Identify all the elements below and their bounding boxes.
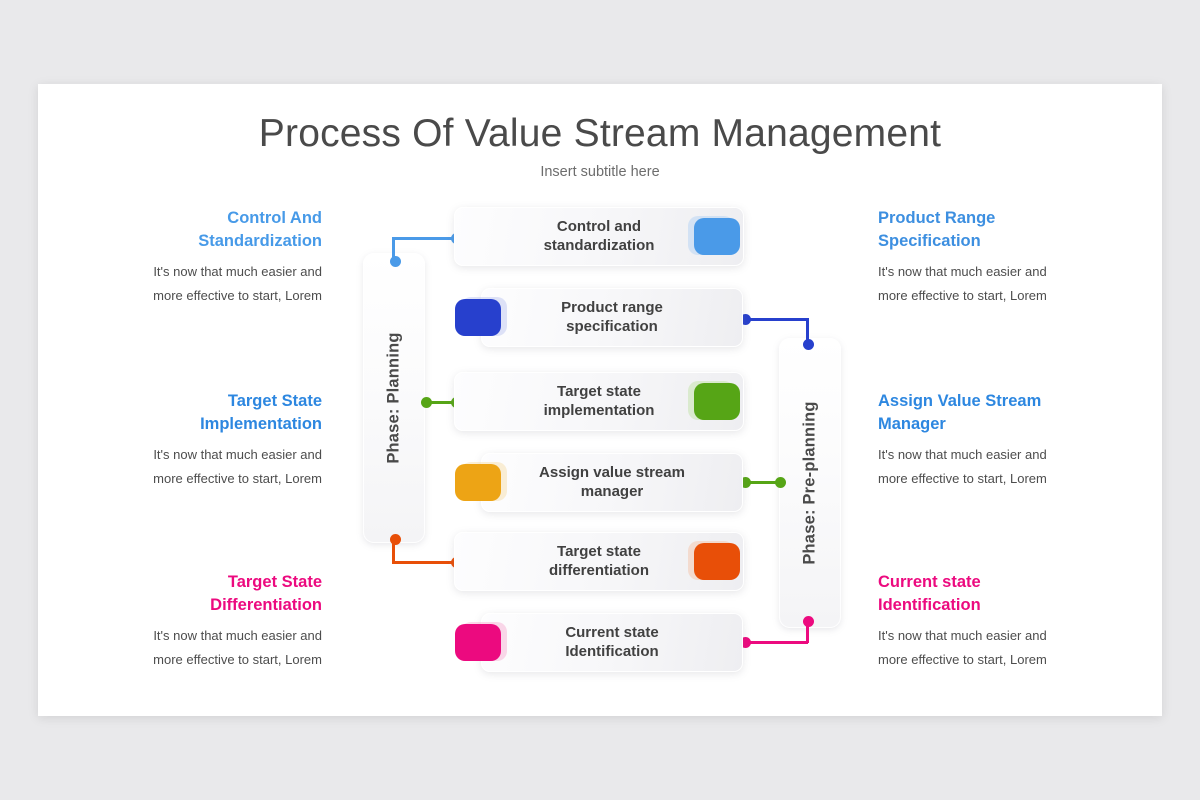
side-heading: Target State Implementation <box>200 392 322 433</box>
side-block-target-state-differentiation[interactable]: Target State Differentiation It's now th… <box>130 571 322 673</box>
connector-node <box>775 477 786 488</box>
connector-segment <box>744 318 808 321</box>
side-block-current-state-identification[interactable]: Current state Identification It's now th… <box>878 571 1070 673</box>
connector-segment <box>392 237 395 261</box>
side-block-assign-value-stream-manager[interactable]: Assign Value Stream Manager It's now tha… <box>878 390 1070 492</box>
connector-node <box>740 637 751 648</box>
connector-segment <box>806 318 809 344</box>
process-badge-5 <box>688 541 740 580</box>
side-heading: Current state Identification <box>878 573 981 614</box>
connector-segment <box>426 401 456 404</box>
connector-node <box>740 314 751 325</box>
process-badge-2 <box>455 297 507 336</box>
badge-chip <box>455 464 501 501</box>
process-badge-1 <box>688 216 740 255</box>
process-badge-3 <box>688 381 740 420</box>
connector-node <box>740 477 751 488</box>
page-subtitle: Insert subtitle here <box>540 164 660 180</box>
side-block-product-range-specification[interactable]: Product Range Specification It's now tha… <box>878 207 1070 309</box>
badge-chip <box>694 218 740 255</box>
connector-node <box>421 397 432 408</box>
side-body: It's now that much easier and more effec… <box>878 627 1047 668</box>
side-block-control-and-standardization[interactable]: Control And Standardization It's now tha… <box>130 207 322 309</box>
side-block-target-state-implementation[interactable]: Target State Implementation It's now tha… <box>130 390 322 492</box>
badge-chip <box>694 543 740 580</box>
side-heading: Assign Value Stream Manager <box>878 392 1042 433</box>
side-heading: Control And Standardization <box>198 209 322 250</box>
connector-segment <box>744 641 808 644</box>
side-body: It's now that much easier and more effec… <box>153 446 322 487</box>
badge-chip <box>694 383 740 420</box>
connector-segment <box>392 538 395 562</box>
process-badge-4 <box>455 462 507 501</box>
side-body: It's now that much easier and more effec… <box>878 263 1047 304</box>
connector-node <box>803 339 814 350</box>
side-body: It's now that much easier and more effec… <box>153 627 322 668</box>
page-title: Process Of Value Stream Management <box>258 112 942 155</box>
badge-chip <box>455 624 501 661</box>
phase-panel-label: Phase: Planning <box>384 332 403 464</box>
badge-chip <box>455 299 501 336</box>
connector-node <box>803 616 814 627</box>
phase-panel-planning[interactable]: Phase: Planning <box>363 253 425 543</box>
side-body: It's now that much easier and more effec… <box>878 446 1047 487</box>
connector-segment <box>392 561 456 564</box>
side-body: It's now that much easier and more effec… <box>153 263 322 304</box>
connector-node <box>390 256 401 267</box>
phase-panel-label: Phase: Pre-planning <box>800 401 819 565</box>
process-badge-6 <box>455 622 507 661</box>
connector-node <box>390 534 401 545</box>
connector-segment <box>806 620 809 643</box>
slide-canvas: Process Of Value Stream Management Inser… <box>38 84 1162 716</box>
side-heading: Product Range Specification <box>878 209 996 250</box>
side-heading: Target State Differentiation <box>210 573 322 614</box>
connector-segment <box>392 237 456 240</box>
connector-segment <box>744 481 780 484</box>
phase-panel-pre-planning[interactable]: Phase: Pre-planning <box>779 338 841 628</box>
